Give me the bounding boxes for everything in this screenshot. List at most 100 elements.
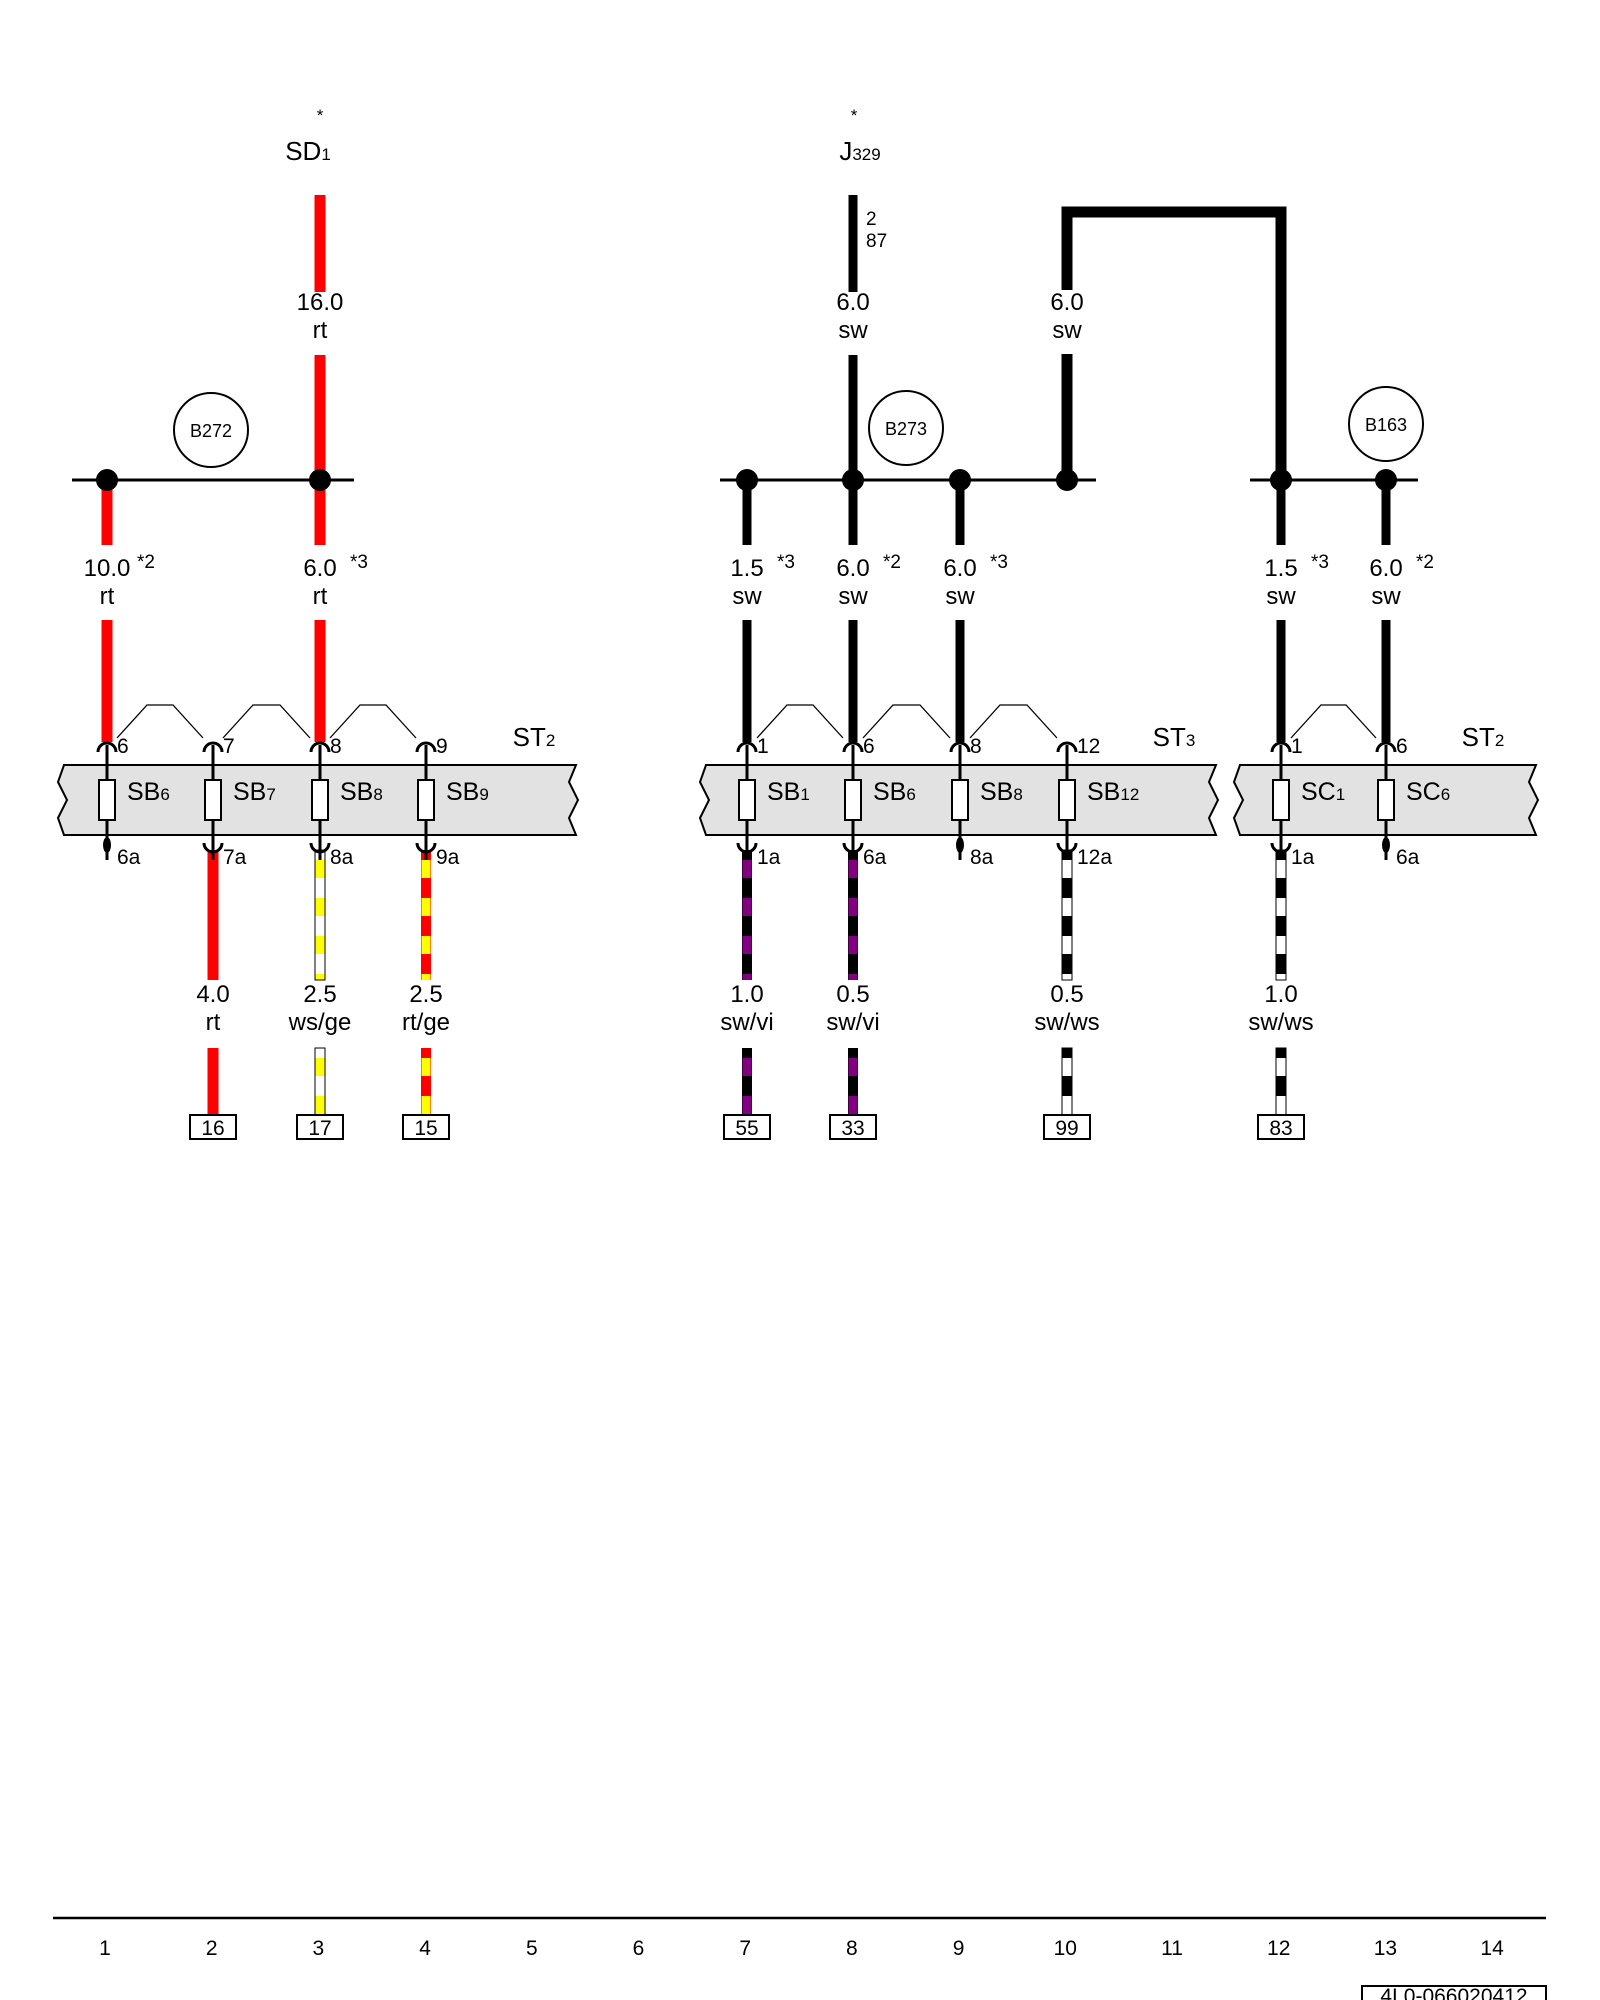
track-number: 7 — [739, 1937, 751, 1960]
fuse-body — [311, 779, 329, 821]
fuse-pin-out: 6a — [863, 846, 887, 869]
fuse-body — [844, 779, 862, 821]
fuse-body — [204, 779, 222, 821]
track-number: 8 — [846, 1937, 858, 1960]
fuse-body — [951, 779, 969, 821]
wire-color-label: sw/vi — [720, 1009, 773, 1036]
fuse-bridge — [222, 704, 311, 739]
fuse-bridge — [756, 704, 844, 739]
wire-size-label: 1.5 — [730, 555, 763, 582]
wire-color-label: sw — [945, 583, 975, 610]
wire-color-label: rt — [313, 583, 328, 610]
reference-number: 33 — [841, 1117, 864, 1140]
fuse-label: SB8 — [340, 778, 383, 806]
strip-label-st3: ST3 — [1153, 722, 1196, 752]
doc-code-box — [1361, 1985, 1547, 2000]
sd1-star: * — [317, 106, 324, 125]
fuse-pin-out: 1a — [757, 846, 781, 869]
reference-box — [189, 1114, 237, 1140]
fuse-pin-out: 6a — [1396, 846, 1420, 869]
fuse-label: SB9 — [446, 778, 489, 806]
fuse-pin-in: 8 — [970, 735, 982, 758]
component-sd1: SD1 — [285, 136, 331, 166]
connector-arc — [202, 842, 224, 854]
fuse-bridge — [116, 704, 204, 739]
fuse-body — [98, 779, 116, 821]
fuse-label: SB8 — [980, 778, 1023, 806]
fuse-bridge — [1290, 704, 1377, 739]
connector-arc — [309, 741, 331, 753]
wire-color-label: sw — [1052, 317, 1082, 344]
wire-size-label: 10.0 — [84, 555, 131, 582]
wire-loop — [1061, 206, 1287, 480]
wire-note-label: *2 — [137, 552, 155, 573]
junction-dot — [736, 469, 758, 491]
wire-size-label: 0.5 — [1050, 981, 1083, 1008]
connector-arc — [842, 741, 864, 753]
fuse-label: SB6 — [127, 778, 170, 806]
wire-size-label: 1.5 — [1264, 555, 1297, 582]
track-number: 13 — [1374, 1937, 1397, 1960]
fuse-pin-in: 9 — [436, 735, 448, 758]
track-number: 4 — [419, 1937, 431, 1960]
track-number: 2 — [206, 1937, 218, 1960]
junction-dot — [96, 469, 118, 491]
fuse-pin-out: 9a — [436, 846, 460, 869]
fuse-pin-in: 8 — [330, 735, 342, 758]
junction-dot — [309, 469, 331, 491]
fuse-label: SC1 — [1301, 778, 1345, 806]
strip-label-st2: ST2 — [1462, 722, 1505, 752]
dead-end — [1382, 837, 1390, 853]
wire-size-label: 6.0 — [836, 289, 869, 316]
junction-dot — [1375, 469, 1397, 491]
component-j329: J329 — [839, 136, 880, 166]
junctions-layer — [96, 386, 1424, 491]
wire-size-label: 6.0 — [1369, 555, 1402, 582]
track-number: 9 — [953, 1937, 965, 1960]
connector-arc — [842, 842, 864, 854]
fuse-body — [1272, 779, 1290, 821]
dead-end — [103, 837, 111, 853]
wire-note-label: *2 — [1416, 552, 1434, 573]
track-number: 11 — [1161, 1937, 1183, 1960]
connection-point-label: B163 — [1365, 415, 1407, 435]
fuse-pin-in: 1 — [757, 735, 769, 758]
wire-size-label: 6.0 — [1050, 289, 1083, 316]
wire-color-label: sw — [732, 583, 762, 610]
fuse-pin-in: 1 — [1291, 735, 1303, 758]
fuse-strips-layer — [56, 704, 1540, 1140]
fuse-label: SB6 — [873, 778, 916, 806]
track-number: 5 — [526, 1937, 538, 1960]
fuse-pin-out: 8a — [970, 846, 994, 869]
track-number: 10 — [1054, 1937, 1077, 1960]
reference-box — [1257, 1114, 1305, 1140]
fuse-pin-in: 12 — [1077, 735, 1100, 758]
connection-point-circle — [173, 392, 249, 468]
junction-dot — [1270, 469, 1292, 491]
wire-note-label: *2 — [883, 552, 901, 573]
reference-number: 99 — [1055, 1117, 1078, 1140]
fuse-pin-in: 6 — [863, 735, 875, 758]
connection-point-label: B273 — [885, 419, 927, 439]
connector-arc — [309, 842, 331, 854]
fuse-pin-in: 7 — [223, 735, 235, 758]
fuse-label: SB7 — [233, 778, 276, 806]
track-number: 1 — [99, 1937, 111, 1960]
junction-dot — [1056, 469, 1078, 491]
wire-color-label: rt/ge — [402, 1009, 450, 1036]
reference-number: 83 — [1269, 1117, 1292, 1140]
reference-number: 16 — [201, 1117, 224, 1140]
j329-pin-2: 2 — [866, 209, 877, 230]
wire-size-label: 1.0 — [1264, 981, 1297, 1008]
fuse-pin-out: 8a — [330, 846, 354, 869]
wire-size-label: 6.0 — [836, 555, 869, 582]
fuse-body — [1377, 779, 1395, 821]
junction-dot — [949, 469, 971, 491]
wire-color-label: rt — [206, 1009, 221, 1036]
wire-size-label: 0.5 — [836, 981, 869, 1008]
connector-arc — [202, 741, 224, 753]
connector-arc — [1270, 842, 1292, 854]
